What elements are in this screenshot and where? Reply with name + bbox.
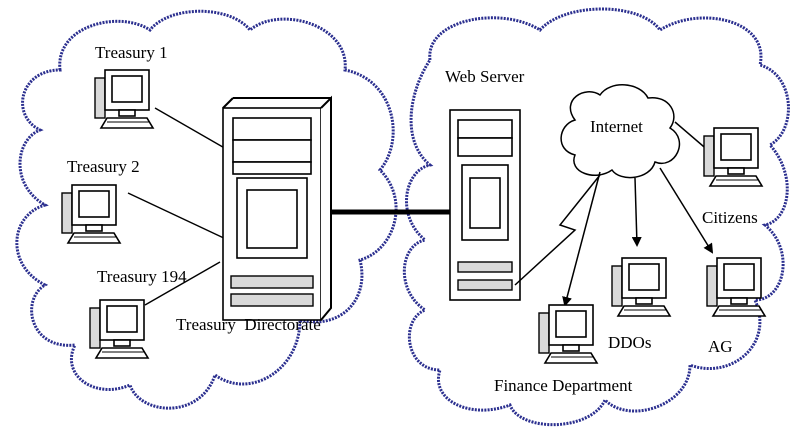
ddos-label: DDOs: [608, 333, 651, 352]
treasury-194-label: Treasury 194: [97, 267, 187, 286]
treasury-2-label: Treasury 2: [67, 157, 140, 176]
arrow-to-finance: [562, 171, 601, 307]
link-treasury-1: [154, 107, 229, 151]
arrow-to-ddos: [631, 177, 642, 247]
ag-label: AG: [708, 337, 733, 356]
citizens-label: Citizens: [702, 208, 758, 227]
wireless-link: [514, 174, 601, 286]
treasury-directorate-server-icon: [222, 97, 332, 321]
link-treasury-2: [127, 192, 229, 241]
arrow-to-ag: [659, 167, 714, 254]
treasury-1-label: Treasury 1: [95, 43, 168, 62]
web-server-label: Web Server: [445, 67, 525, 86]
internet-cloud-icon: [560, 84, 681, 179]
internet-label: Internet: [590, 117, 643, 136]
finance-department-label: Finance Department: [494, 376, 633, 395]
treasury-directorate-label: Treasury Directorate: [176, 315, 321, 334]
link-treasury-194: [144, 261, 221, 306]
web-server-icon: [449, 109, 521, 301]
